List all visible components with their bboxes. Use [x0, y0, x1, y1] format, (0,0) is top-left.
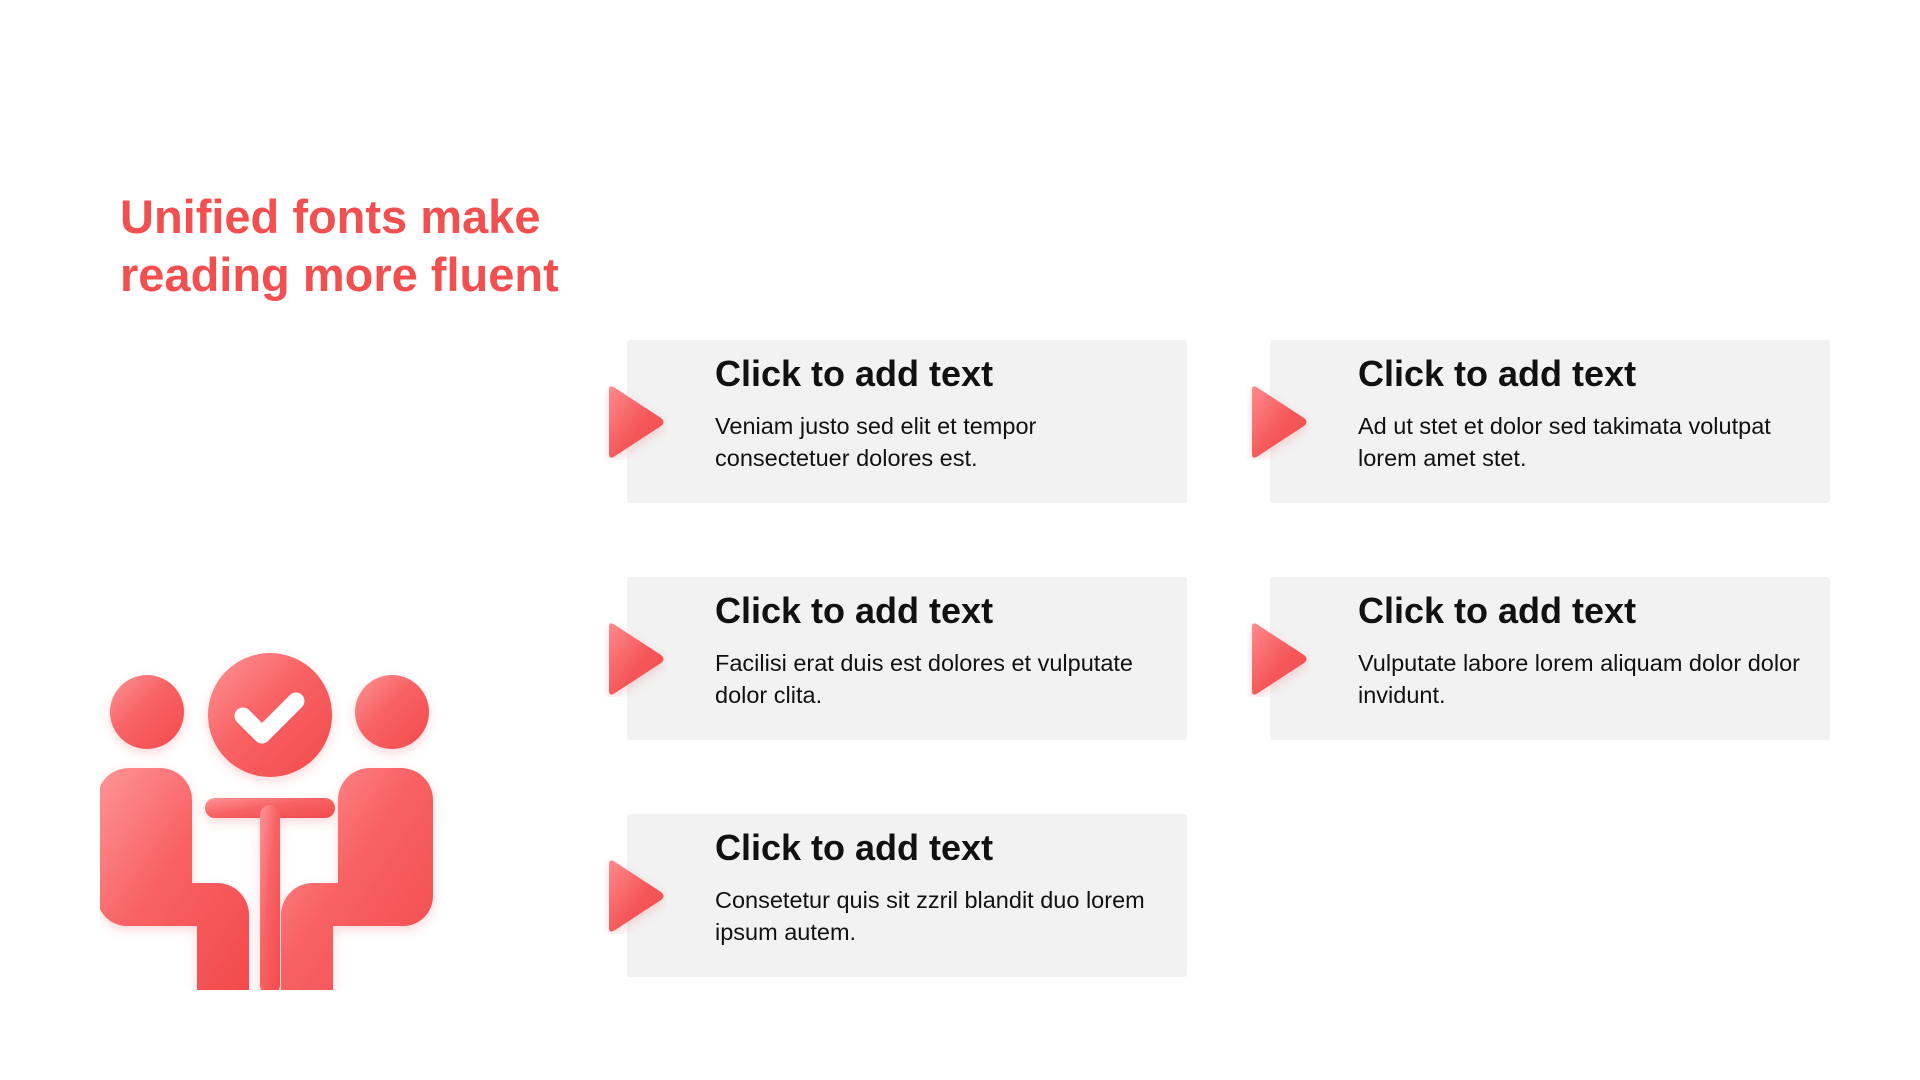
card-heading: Click to add text: [1358, 590, 1637, 631]
card-body: Veniam justo sed elit et tempor consecte…: [715, 413, 1037, 471]
text-card-4[interactable]: Click to add text Vulputate labore lorem…: [1252, 577, 1830, 740]
card-body: Vulputate labore lorem aliquam dolor dol…: [1358, 650, 1800, 708]
play-arrow-icon: [609, 386, 664, 458]
play-arrow-icon: [1252, 386, 1307, 458]
play-arrow-icon: [609, 623, 664, 695]
card-heading: Click to add text: [1358, 353, 1637, 394]
card-heading: Click to add text: [715, 827, 994, 868]
text-card-1[interactable]: Click to add text Veniam justo sed elit …: [609, 340, 1187, 503]
card-body: Ad ut stet et dolor sed takimata volutpa…: [1358, 413, 1771, 471]
text-card-3[interactable]: Click to add text Facilisi erat duis est…: [609, 577, 1187, 740]
play-arrow-icon: [609, 860, 664, 932]
text-card-2[interactable]: Click to add text Ad ut stet et dolor se…: [1252, 340, 1830, 503]
slide-title: Unified fonts make reading more fluent: [120, 190, 559, 301]
play-arrow-icon: [1252, 623, 1307, 695]
card-heading: Click to add text: [715, 353, 994, 394]
text-card-5[interactable]: Click to add text Consetetur quis sit zz…: [609, 814, 1187, 977]
meeting-approval-icon: [100, 653, 433, 990]
card-heading: Click to add text: [715, 590, 994, 631]
card-body: Consetetur quis sit zzril blandit duo lo…: [715, 887, 1145, 945]
card-body: Facilisi erat duis est dolores et vulput…: [715, 650, 1133, 708]
